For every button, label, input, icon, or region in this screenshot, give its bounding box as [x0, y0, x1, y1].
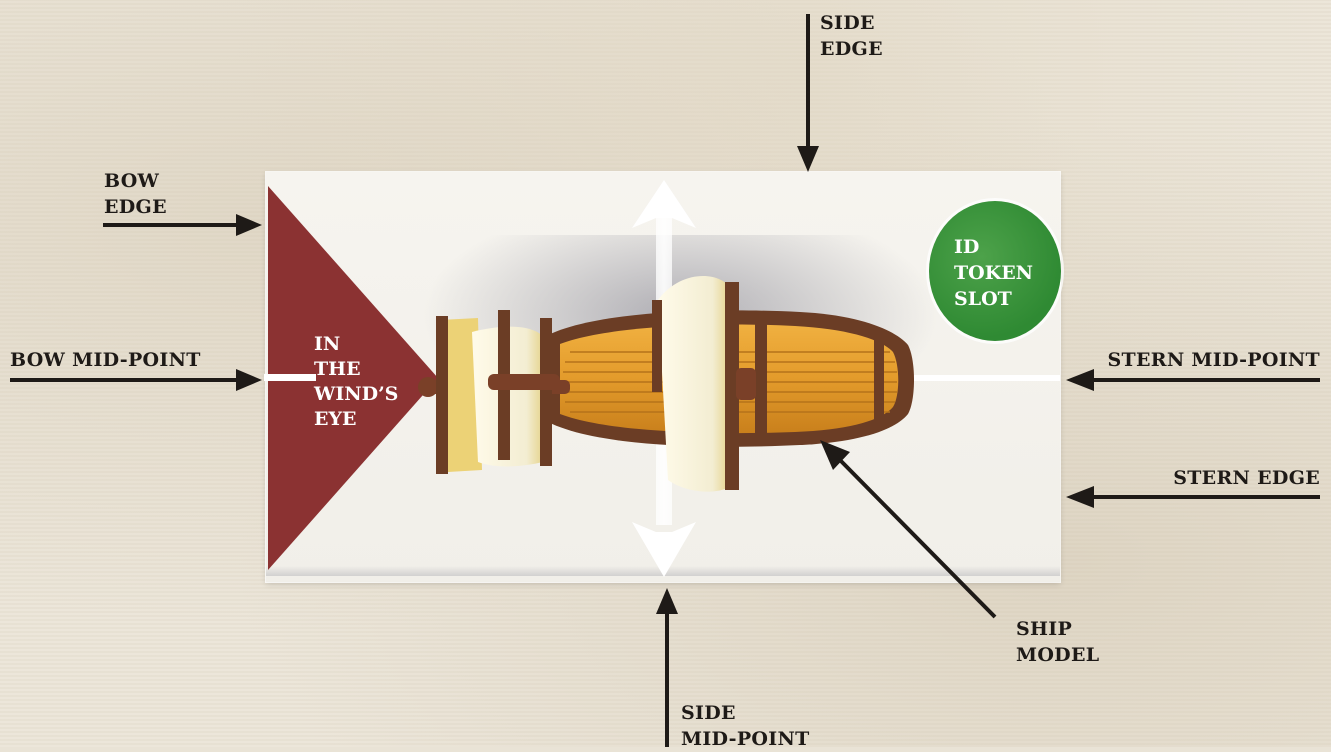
side-mid-point-label: SIDE MID-POINT: [681, 700, 810, 752]
id-token-slot-label: ID TOKEN SLOT: [954, 234, 1033, 312]
side-edge-label: SIDE EDGE: [820, 10, 883, 62]
stern-mid-point-label: STERN MID-POINT: [1090, 347, 1320, 373]
bow-mid-point-label: BOW MID-POINT: [10, 347, 201, 373]
stern-mid-line: [910, 375, 1060, 381]
bow-mid-line: [264, 374, 316, 381]
winds-eye-label: IN THE WIND’S EYE: [314, 332, 398, 432]
ship-model-label: SHIP MODEL: [1016, 616, 1099, 668]
stern-edge-label: STERN EDGE: [1090, 465, 1320, 491]
bow-edge-label: BOW EDGE: [104, 168, 167, 220]
